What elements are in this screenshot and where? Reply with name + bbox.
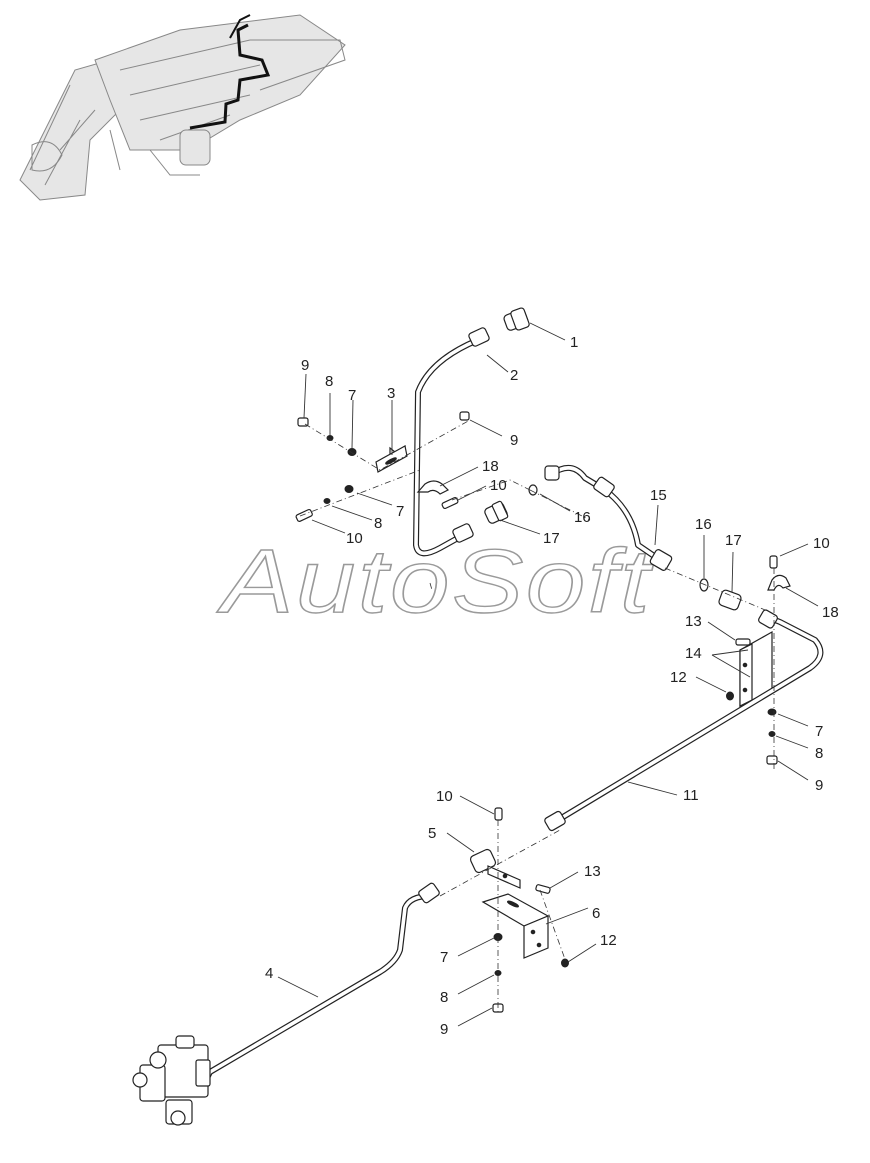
washer-7-upper-left xyxy=(347,448,357,456)
callout-9-lower: 9 xyxy=(440,1021,448,1038)
washer-8-right xyxy=(768,731,776,737)
bolt-13-lower xyxy=(535,884,551,894)
bracket-3 xyxy=(375,444,408,473)
callout-9-right: 9 xyxy=(815,777,823,794)
washer-8-upper-left xyxy=(326,435,334,441)
callout-3: 3 xyxy=(387,385,395,402)
callout-7-lower: 7 xyxy=(440,949,448,966)
callout-13-right: 13 xyxy=(685,613,702,630)
washer-8-mid xyxy=(323,498,331,504)
clamp-18-upper xyxy=(416,480,450,495)
callout-15: 15 xyxy=(650,487,667,504)
callout-7-right: 7 xyxy=(815,723,823,740)
callout-16-upper: 16 xyxy=(574,509,591,526)
fitting-17-right xyxy=(718,589,742,611)
callout-8-top-left: 8 xyxy=(325,373,333,390)
washer-7-right xyxy=(767,708,777,716)
valve-block xyxy=(132,1035,211,1126)
bolt-10-lower xyxy=(494,807,503,821)
callout-10-upper: 10 xyxy=(490,477,507,494)
callout-labels: 1 2 3 9 8 7 9 18 10 7 8 10 17 16 15 16 1… xyxy=(265,334,839,1038)
callout-18-upper: 18 xyxy=(482,458,499,475)
bolt-10-left xyxy=(295,508,313,522)
callout-14: 14 xyxy=(685,645,702,662)
watermark: AutoSoft xyxy=(216,532,654,632)
callout-8-lower: 8 xyxy=(440,989,448,1006)
callout-9-upper-right: 9 xyxy=(510,432,518,449)
callout-1: 1 xyxy=(570,334,578,351)
washer-7-mid xyxy=(344,485,354,493)
callout-6: 6 xyxy=(592,905,600,922)
bracket-6 xyxy=(481,893,550,959)
bolt-13-right xyxy=(735,638,751,646)
fitting-17-upper xyxy=(484,500,509,524)
washer-16-right xyxy=(699,578,709,592)
callout-12-right: 12 xyxy=(670,669,687,686)
callout-10-left: 10 xyxy=(346,530,363,547)
pipe-11 xyxy=(544,609,824,832)
callout-7-top-left: 7 xyxy=(348,387,356,404)
pipe-4 xyxy=(202,882,440,1085)
callout-5: 5 xyxy=(428,825,436,842)
callout-9-top-left: 9 xyxy=(301,357,309,374)
callout-13-lower: 13 xyxy=(584,863,601,880)
callout-17-upper: 17 xyxy=(543,530,560,547)
callout-8-right: 8 xyxy=(815,745,823,762)
bolt-10-right xyxy=(769,555,778,569)
callout-16-right: 16 xyxy=(695,516,712,533)
nut-12-lower xyxy=(561,958,569,968)
callout-7-mid: 7 xyxy=(396,503,404,520)
nut-9-upper-right xyxy=(459,411,470,421)
callout-10-lower: 10 xyxy=(436,788,453,805)
leader-lines xyxy=(277,322,819,1027)
clamp-18-right xyxy=(767,574,791,591)
callout-17-right: 17 xyxy=(725,532,742,549)
callout-18-right: 18 xyxy=(822,604,839,621)
callout-10-right: 10 xyxy=(813,535,830,552)
nut-12-right xyxy=(726,691,734,701)
fitting-5 xyxy=(469,848,521,889)
bolt-10-upper xyxy=(441,496,459,510)
callout-8-mid: 8 xyxy=(374,515,382,532)
locator-thumbnail xyxy=(19,14,346,201)
nut-9-right xyxy=(766,755,778,765)
callout-2: 2 xyxy=(510,367,518,384)
hose-15 xyxy=(544,465,673,571)
callout-4: 4 xyxy=(265,965,273,982)
pipe-2 xyxy=(413,327,490,557)
axis-lines xyxy=(299,419,775,1012)
callout-11: 11 xyxy=(683,787,699,804)
fitting-1 xyxy=(503,307,530,331)
callout-12-lower: 12 xyxy=(600,932,617,949)
